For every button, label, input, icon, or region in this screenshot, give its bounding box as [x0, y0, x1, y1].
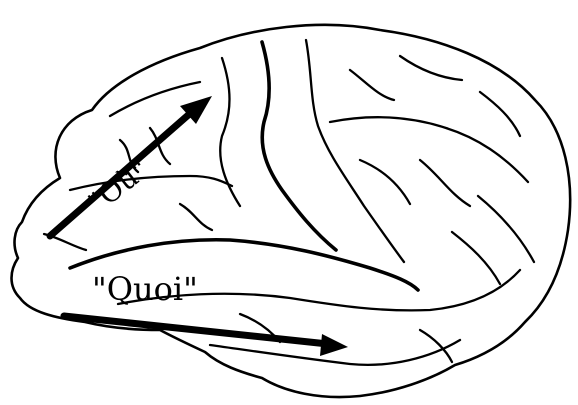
gyral-detail-3: [180, 204, 212, 230]
label-where: "Où": [82, 152, 155, 219]
occipital-sulcus-2: [452, 232, 500, 284]
gyral-detail-5: [350, 70, 394, 100]
central-sulcus: [262, 42, 336, 250]
label-what: "Quoi": [92, 270, 198, 308]
gyral-detail-8: [420, 160, 470, 206]
gyral-detail-6: [400, 56, 462, 80]
intraparietal-sulcus: [330, 117, 528, 182]
gyral-detail-9: [480, 92, 520, 136]
gyral-detail-7: [360, 160, 410, 204]
occipital-sulcus-1: [478, 196, 534, 262]
ventral-pathway-arrow: [64, 316, 348, 356]
